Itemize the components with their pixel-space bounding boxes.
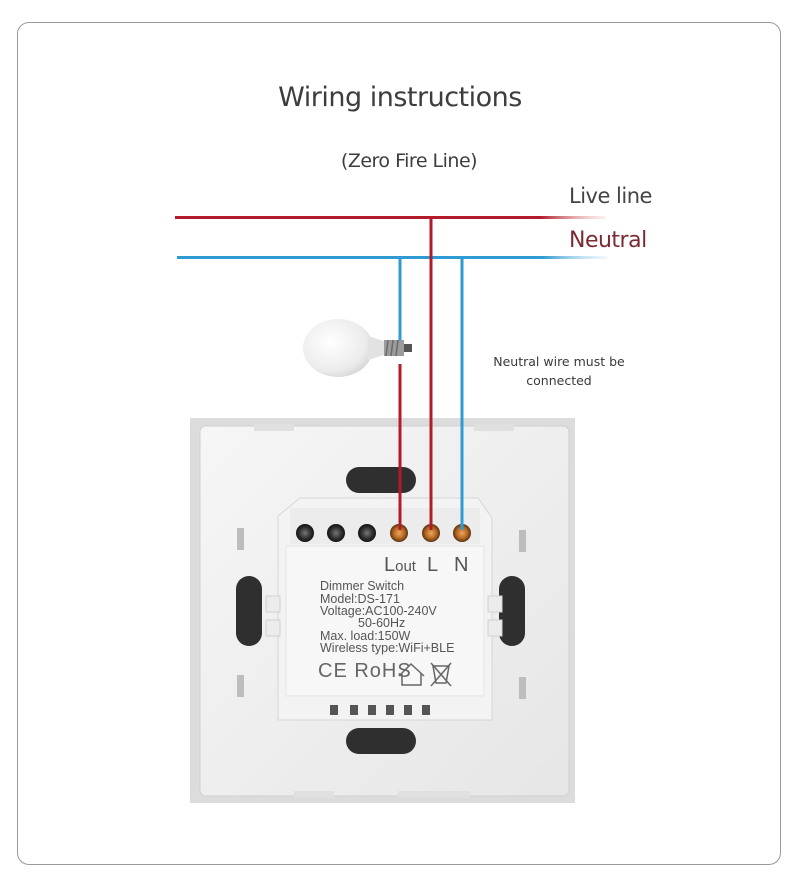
spec-line-2: Model:DS-171: [320, 592, 400, 606]
spec-line-6: Wireless type:WiFi+BLE: [320, 641, 455, 655]
neutral-line: [177, 256, 607, 259]
live-line-label: Live line: [569, 184, 652, 208]
neutral-note: Neutral wire must be connected: [493, 354, 625, 388]
home-icon: [398, 662, 425, 686]
terminal-l-label: L: [427, 554, 439, 576]
terminal-n-label: N: [454, 554, 469, 576]
terminal-lout-main: L: [384, 554, 396, 576]
spec-line-5: Max. load:150W: [320, 629, 411, 643]
spec-line-3: Voltage:AC100-240V: [320, 604, 437, 618]
terminal-lout-label: Lout: [384, 554, 416, 577]
page-title: Wiring instructions: [278, 82, 522, 113]
spec-line-1: Dimmer Switch: [320, 579, 405, 593]
certification-marks: CE RoHS: [318, 660, 412, 682]
dimmer-module: [265, 497, 503, 721]
spec-line-4: 50-60Hz: [358, 616, 406, 630]
terminal-lout-sub: out: [395, 558, 416, 575]
light-bulb-icon: [303, 319, 412, 377]
content-frame: [17, 22, 781, 865]
crossed-bin-icon: [430, 662, 452, 687]
live-line: [175, 216, 605, 219]
page-subtitle: (Zero Fire Line): [340, 150, 478, 172]
neutral-line-label: Neutral: [569, 228, 647, 253]
